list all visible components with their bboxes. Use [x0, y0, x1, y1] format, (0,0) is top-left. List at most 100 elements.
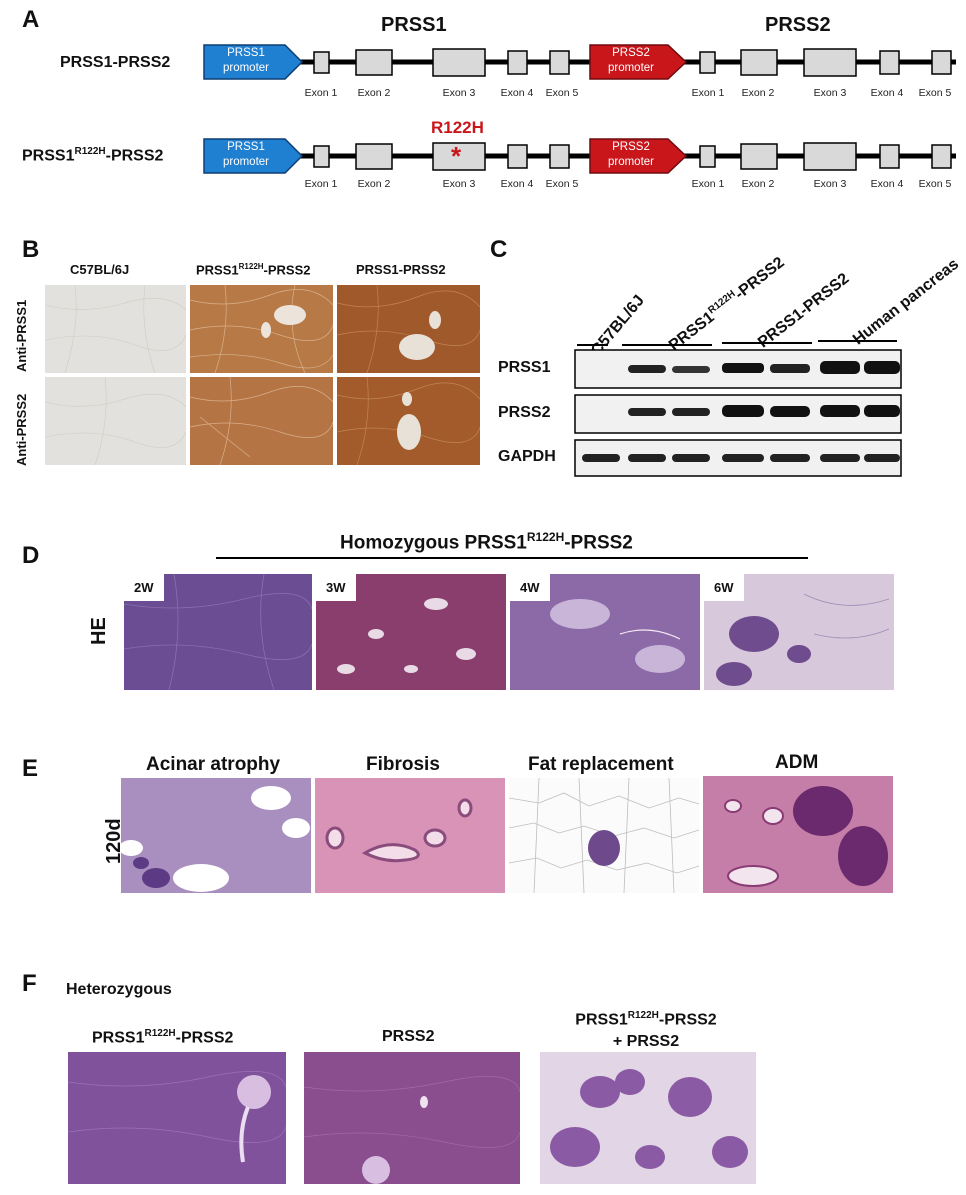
panel-f-subtitle: Heterozygous: [66, 981, 172, 998]
he-image-3w: 3W: [316, 574, 506, 690]
panel-label-d: D: [22, 542, 40, 569]
he-image-2w: 2W: [124, 574, 312, 690]
exon-label: Exon 3: [442, 178, 476, 190]
exon-label: Exon 2: [357, 178, 391, 190]
ihc-image-mutant-prss2: [190, 377, 333, 465]
he-image-f-prss2: [304, 1052, 520, 1184]
exon-box: [879, 144, 900, 169]
ihc-image-c57-prss1: [45, 285, 186, 373]
band: [770, 406, 810, 417]
exon-box: [879, 50, 900, 75]
exon-label: Exon 4: [500, 87, 534, 99]
he-image-acinar-atrophy: [121, 778, 311, 893]
exon-label: Exon 5: [918, 178, 952, 190]
band: [628, 408, 666, 416]
band: [672, 454, 710, 462]
band: [820, 405, 860, 417]
panel-label-f: F: [22, 970, 37, 997]
band: [628, 365, 666, 373]
row-label-he: HE: [88, 617, 110, 645]
exon-box: [432, 142, 486, 171]
exon-box: [313, 145, 330, 168]
timepoint-label: 3W: [316, 574, 356, 601]
exon-box: [740, 49, 778, 76]
image-title-acinar-atrophy: Acinar atrophy: [146, 754, 281, 775]
image-title-adm: ADM: [775, 752, 819, 773]
mutation-label: R122H: [431, 118, 484, 137]
band: [722, 454, 764, 462]
column-label-c57: C57BL/6J: [70, 262, 130, 277]
panel-label-c: C: [490, 236, 508, 263]
exon-label: Exon 2: [357, 87, 391, 99]
band: [582, 454, 620, 462]
exon-label: Exon 1: [304, 178, 338, 190]
exon-label: Exon 5: [545, 87, 579, 99]
exon-label: Exon 3: [442, 87, 476, 99]
exon-label: Exon 4: [500, 178, 534, 190]
exon-box: [931, 50, 952, 75]
exon-label: Exon 2: [741, 178, 775, 190]
band: [672, 366, 710, 373]
ihc-image-wt-prss2: [337, 377, 480, 465]
band: [628, 454, 666, 462]
gene-construct-diagram: [203, 44, 956, 174]
gene-title-prss1: PRSS1: [381, 14, 447, 36]
he-image-fat-replacement: [509, 778, 699, 893]
prss2-promoter-mutant: [589, 138, 688, 174]
panel-d-title-line: [216, 557, 808, 559]
he-image-4w: 4W: [510, 574, 700, 690]
exon-label: Exon 5: [918, 87, 952, 99]
blot-label-gapdh: GAPDH: [498, 448, 556, 465]
he-image-f-combined: [540, 1052, 756, 1184]
exon-box: [313, 51, 330, 74]
gene-title-prss2: PRSS2: [765, 14, 831, 36]
band: [864, 454, 900, 462]
exon-box: [549, 144, 570, 169]
panel-label-b: B: [22, 236, 40, 263]
column-label-wt: PRSS1-PRSS2: [356, 262, 446, 277]
band: [820, 454, 860, 462]
exon-label: Exon 1: [304, 87, 338, 99]
exon-box: [355, 49, 393, 76]
construct-name-mutant: PRSS1R122H-PRSS2: [22, 146, 164, 165]
exon-box: [507, 50, 528, 75]
he-image-fibrosis: [315, 778, 505, 893]
exon-box: [740, 143, 778, 170]
panel-label-e: E: [22, 755, 39, 782]
ihc-image-c57-prss2: [45, 377, 186, 465]
column-label-mutant: PRSS1R122H-PRSS2: [196, 262, 311, 278]
he-image-adm: [703, 776, 893, 893]
column-label-f-prss2: PRSS2: [382, 1028, 435, 1045]
exon-box: [507, 144, 528, 169]
column-label-f-mutant: PRSS1R122H-PRSS2: [92, 1028, 234, 1047]
exon-box: [699, 145, 716, 168]
timepoint-label: 6W: [704, 574, 744, 601]
band: [722, 363, 764, 373]
column-label-f-combined: PRSS1R122H-PRSS2 + PRSS2: [575, 1010, 717, 1051]
exon-box: [699, 51, 716, 74]
prss1-promoter-mutant: [203, 138, 304, 174]
ihc-image-mutant-prss1: [190, 285, 333, 373]
image-title-fibrosis: Fibrosis: [366, 754, 440, 775]
blot-label-prss1: PRSS1: [498, 359, 551, 376]
exon-label: Exon 5: [545, 178, 579, 190]
timepoint-label: 2W: [124, 574, 164, 601]
exon-box: [355, 143, 393, 170]
exon-label: Exon 3: [813, 178, 847, 190]
exon-box: [432, 48, 486, 77]
band: [770, 364, 810, 373]
exon-box: [549, 50, 570, 75]
ihc-image-wt-prss1: [337, 285, 480, 373]
he-image-f-mutant: [68, 1052, 286, 1184]
exon-label: Exon 4: [870, 178, 904, 190]
exon-label: Exon 1: [691, 178, 725, 190]
exon-box: [803, 48, 857, 77]
exon-label: Exon 4: [870, 87, 904, 99]
exon-label: Exon 1: [691, 87, 725, 99]
construct-name-wt: PRSS1-PRSS2: [60, 54, 171, 71]
blot-label-prss2: PRSS2: [498, 404, 551, 421]
